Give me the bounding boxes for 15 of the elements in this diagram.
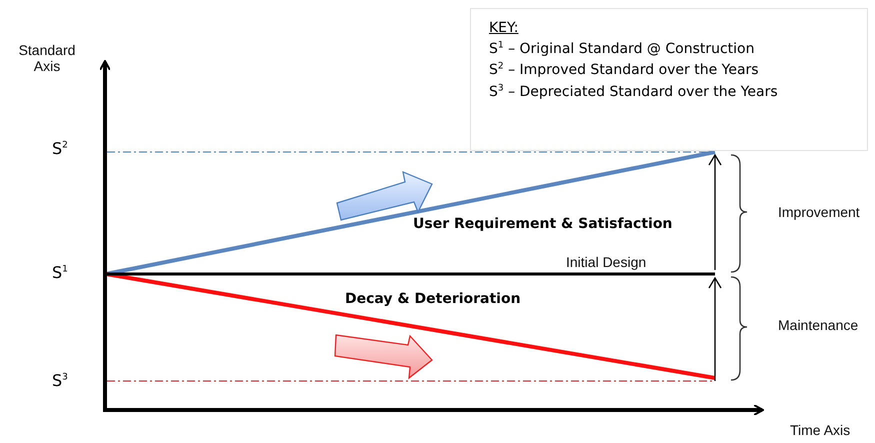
brace-label: Improvement [778, 204, 860, 220]
key-entry: S$^{1}$ – Original Standard @ Construction [489, 40, 754, 58]
level-label: S$^{2}$ [52, 140, 68, 158]
key-entry: S$^{3}$ – Depreciated Standard over the Years [489, 82, 778, 101]
key-box [470, 8, 868, 151]
line-label: Decay & Deterioration [345, 291, 521, 308]
line-label: User Requirement & Satisfaction [413, 216, 672, 232]
level-label: S$^{3}$ [52, 372, 68, 390]
key-heading: KEY: [489, 19, 518, 38]
key-entry: S$^{2}$ – Improved Standard over the Years [489, 61, 759, 80]
axis-label: Standard Axis [18, 42, 76, 74]
line-label: Initial Design [566, 254, 646, 270]
brace-label: Maintenance [778, 317, 858, 334]
axis-label: Time Axis [790, 422, 850, 438]
level-label: S$^{1}$ [52, 264, 68, 282]
